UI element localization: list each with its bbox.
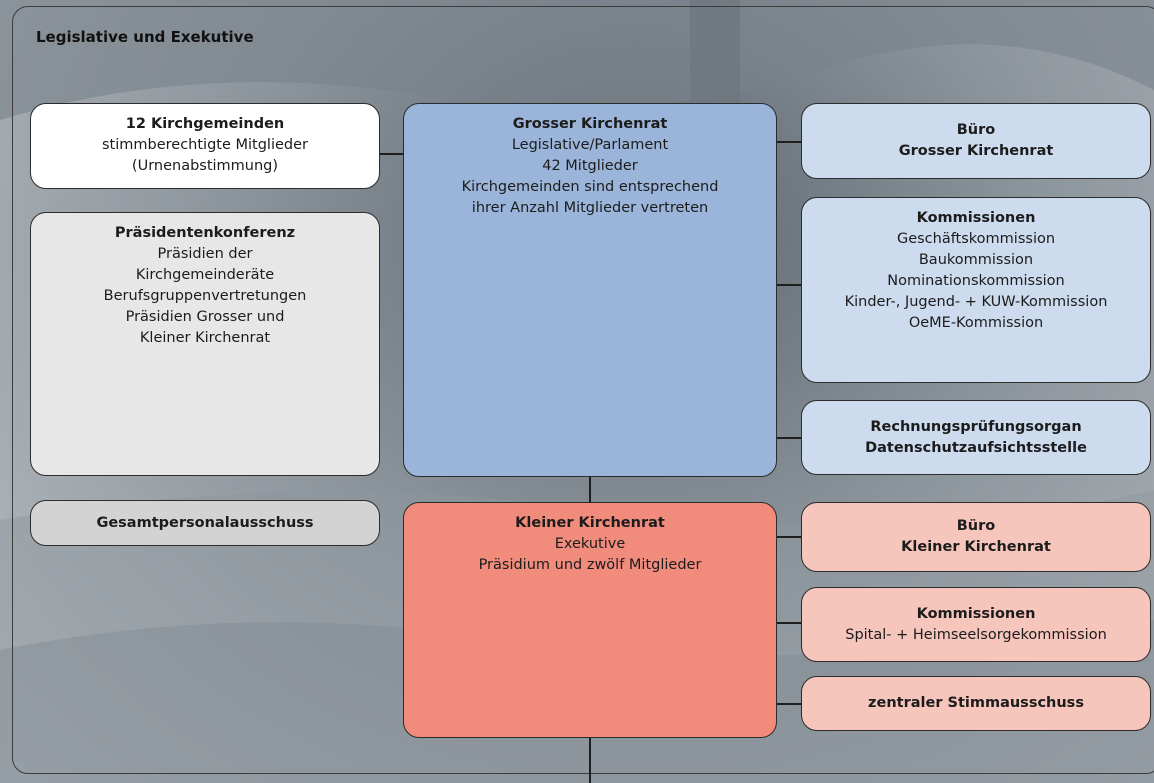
section-title: Legislative und Exekutive [36, 28, 254, 46]
buero-grosser-kirchenrat-box: Büro Grosser Kirchenrat [801, 103, 1151, 179]
kleiner-kirchenrat-title: Kleiner Kirchenrat [515, 515, 665, 531]
buero-kleiner-subtitle: Kleiner Kirchenrat [901, 539, 1051, 555]
kirchgemeinden-line: (Urnenabstimmung) [131, 158, 279, 174]
kommissionen-gkr-title: Kommissionen [916, 210, 1036, 226]
kommissionen-kleiner-kirchenrat-box: Kommissionen Spital- + Heimseelsorgekomm… [801, 587, 1151, 662]
gesamtpersonalausschuss-box: Gesamtpersonalausschuss [30, 500, 380, 546]
praesidentenkonferenz-line: Präsidien Grosser und [125, 309, 285, 325]
rechnungspruefung-box: Rechnungsprüfungsorgan Datenschutzaufsic… [801, 400, 1151, 475]
connector-kkr-bottom [589, 738, 591, 783]
kommissionen-kkr-title: Kommissionen [916, 605, 1036, 622]
kommissionen-gkr-line: OeME-Kommission [908, 315, 1044, 331]
praesidentenkonferenz-line: Kirchgemeinderäte [135, 267, 275, 283]
connector-gkr-kkr [589, 476, 591, 502]
kommissionen-grosser-kirchenrat-box: Kommissionen Geschäftskommission Baukomm… [801, 197, 1151, 383]
rechnungspruefung-title: Rechnungsprüfungsorgan [870, 418, 1082, 435]
connector-kkr-buero [776, 536, 802, 538]
gesamtpersonalausschuss-title: Gesamtpersonalausschuss [96, 514, 314, 531]
grosser-kirchenrat-title: Grosser Kirchenrat [512, 116, 668, 132]
connector-gkr-rechnungspruefung [776, 437, 802, 439]
grosser-kirchenrat-line: ihrer Anzahl Mitglieder vertreten [471, 200, 709, 216]
kirchgemeinden-title: 12 Kirchgemeinden [125, 116, 285, 132]
connector-kkr-kommissionen [776, 622, 802, 624]
buero-grosser-subtitle: Grosser Kirchenrat [898, 143, 1054, 159]
praesidentenkonferenz-line: Berufsgruppenvertretungen [103, 288, 307, 304]
stimmausschuss-title: zentraler Stimmausschuss [868, 695, 1084, 711]
kleiner-kirchenrat-line: Präsidium und zwölf Mitglieder [478, 557, 702, 573]
buero-kleiner-title: Büro [956, 518, 996, 534]
kommissionen-kkr-line: Spital- + Heimseelsorgekommission [845, 626, 1107, 643]
grosser-kirchenrat-line: Legislative/Parlament [511, 137, 669, 153]
kommissionen-gkr-line: Nominationskommission [887, 273, 1065, 289]
grosser-kirchenrat-line: 42 Mitglieder [542, 158, 638, 174]
connector-kirchgemeinden-gkr [379, 153, 404, 155]
connector-kkr-stimmausschuss [776, 703, 802, 705]
kommissionen-gkr-line: Geschäftskommission [896, 231, 1056, 247]
praesidentenkonferenz-box: Präsidentenkonferenz Präsidien der Kirch… [30, 212, 380, 476]
connector-gkr-buero [776, 141, 802, 143]
kommissionen-gkr-line: Baukommission [918, 252, 1034, 268]
buero-grosser-title: Büro [956, 122, 996, 138]
kommissionen-gkr-line: Kinder-, Jugend- + KUW-Kommission [844, 294, 1108, 310]
praesidentenkonferenz-line: Präsidien der [157, 246, 253, 262]
legislative-executive-frame [12, 6, 1154, 774]
kleiner-kirchenrat-box: Kleiner Kirchenrat Exekutive Präsidium u… [403, 502, 777, 738]
praesidentenkonferenz-line: Kleiner Kirchenrat [139, 330, 271, 346]
connector-gkr-kommissionen [776, 284, 802, 286]
kirchgemeinden-line: stimmberechtigte Mitglieder [102, 137, 308, 153]
praesidentenkonferenz-title: Präsidentenkonferenz [114, 225, 296, 241]
grosser-kirchenrat-line: Kirchgemeinden sind entsprechend [461, 179, 719, 195]
zentraler-stimmausschuss-box: zentraler Stimmausschuss [801, 676, 1151, 731]
kirchgemeinden-box: 12 Kirchgemeinden stimmberechtigte Mitgl… [30, 103, 380, 189]
kleiner-kirchenrat-line: Exekutive [554, 536, 626, 552]
grosser-kirchenrat-box: Grosser Kirchenrat Legislative/Parlament… [403, 103, 777, 477]
buero-kleiner-kirchenrat-box: Büro Kleiner Kirchenrat [801, 502, 1151, 572]
datenschutz-title: Datenschutzaufsichtsstelle [865, 439, 1087, 456]
